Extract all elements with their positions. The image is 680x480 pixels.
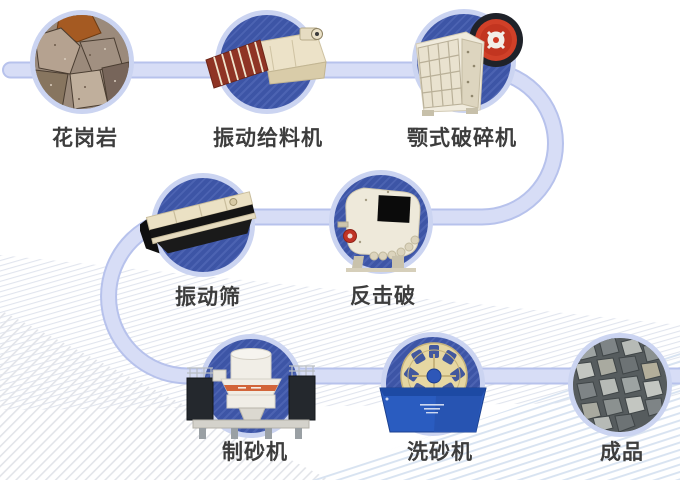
node-disc <box>35 15 129 109</box>
node-disc <box>220 15 314 109</box>
step-label-impact-crusher: 反击破 <box>350 285 416 308</box>
flow-node-sand-washing-machine <box>381 332 485 436</box>
step-label-sand-washing-machine: 洗砂机 <box>407 441 473 464</box>
step-label-vibrating-screen: 振动筛 <box>175 286 241 309</box>
flow-node-vibrating-screen <box>151 173 255 277</box>
node-disc <box>204 339 298 433</box>
finished-product-photo <box>573 338 667 432</box>
step-label-finished-product: 成品 <box>600 441 644 464</box>
flow-node-sand-making-machine <box>199 334 303 438</box>
step-label-vibrating-feeder: 振动给料机 <box>213 127 323 150</box>
node-disc <box>417 14 511 108</box>
flow-node-finished-product <box>568 333 672 437</box>
step-label-granite: 花岗岩 <box>52 127 118 150</box>
node-disc <box>386 337 480 431</box>
flow-node-impact-crusher <box>329 170 433 274</box>
flow-node-vibrating-feeder <box>215 10 319 114</box>
granite-photo <box>35 15 129 109</box>
node-disc <box>156 178 250 272</box>
step-label-jaw-crusher: 颚式破碎机 <box>407 127 517 150</box>
node-disc <box>334 175 428 269</box>
flow-node-granite <box>30 10 134 114</box>
node-disc <box>573 338 667 432</box>
step-label-sand-making-machine: 制砂机 <box>222 441 288 464</box>
flow-node-jaw-crusher <box>412 9 516 113</box>
